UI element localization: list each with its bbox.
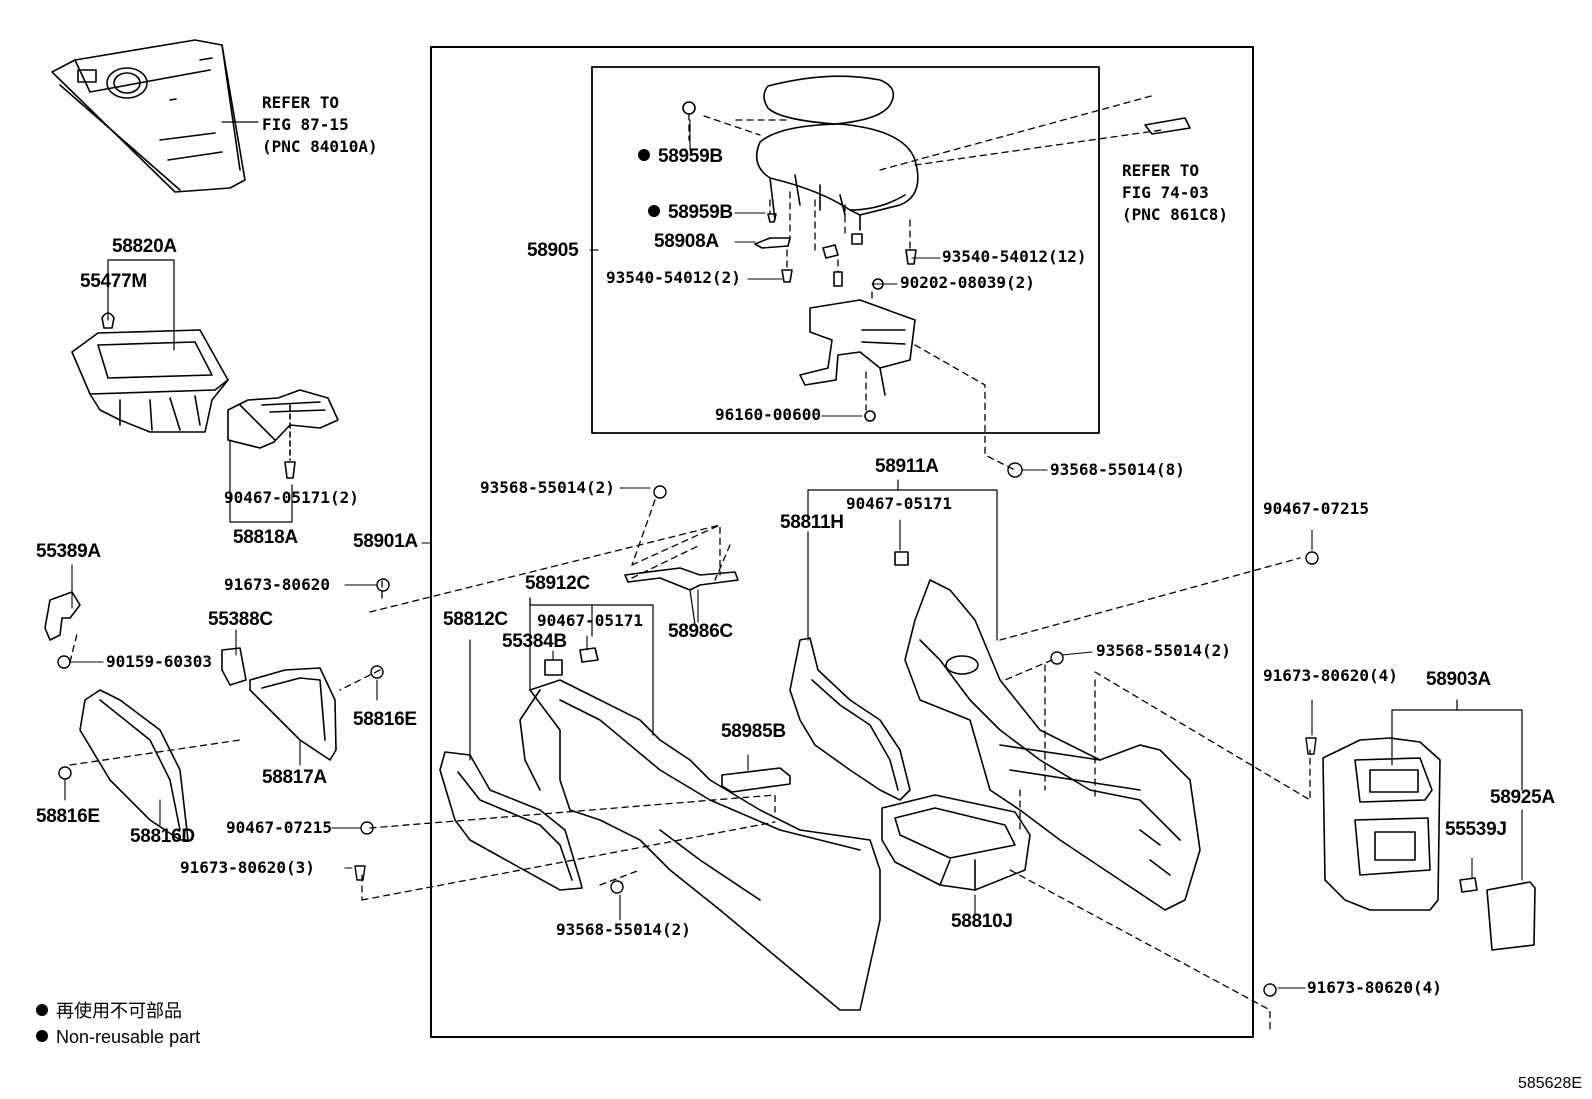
part-label-90467-07215[interactable]: 90467-07215 — [226, 818, 332, 837]
part-label-91673-80620[interactable]: 91673-80620 — [224, 575, 330, 594]
bracket-58818A-drawing — [227, 389, 339, 449]
bracket-58818A — [229, 439, 293, 523]
refer-fig-87-15[interactable]: REFER TO FIG 87-15 (PNC 84010A) — [262, 92, 378, 158]
part-label-55389A[interactable]: 55389A — [36, 541, 101, 562]
legend: 再使用不可部品 Non-reusable part — [36, 998, 200, 1050]
panel-58816D-drawing — [79, 689, 189, 841]
part-label-55539J[interactable]: 55539J — [1445, 819, 1507, 840]
legend-row-en: Non-reusable part — [36, 1024, 200, 1050]
part-label-91673-80620-4[interactable]: 91673-80620(4) — [1307, 978, 1442, 997]
part-label-90467-07215[interactable]: 90467-07215 — [1263, 499, 1369, 518]
refer-line: (PNC 861C8) — [1122, 205, 1228, 224]
part-label-90467-05171[interactable]: 90467-05171 — [537, 611, 643, 630]
part-label-58816E[interactable]: 58816E — [353, 709, 417, 730]
refer-line: REFER TO — [262, 93, 340, 112]
part-label-93568-55014-8[interactable]: 93568-55014(8) — [1050, 460, 1185, 479]
part-label-58986C[interactable]: 58986C — [668, 621, 733, 642]
part-label-58905[interactable]: 58905 — [527, 240, 579, 261]
legend-row-jp: 再使用不可部品 — [36, 998, 200, 1024]
part-label-93568-55014-2[interactable]: 93568-55014(2) — [1096, 641, 1231, 660]
part-label-58912C[interactable]: 58912C — [525, 573, 590, 594]
box-58810J-drawing — [881, 794, 1031, 891]
cupholder-drawing — [71, 312, 229, 433]
rear-panel-58903A-drawing — [1322, 737, 1441, 911]
part-label-58816D[interactable]: 58816D — [130, 826, 195, 847]
part-label-58925A[interactable]: 58925A — [1490, 787, 1555, 808]
panel-58817A-drawing — [249, 667, 337, 761]
part-label-58901A[interactable]: 58901A — [353, 531, 418, 552]
clip-90467-05171 — [894, 551, 909, 566]
part-label-58820A[interactable]: 58820A — [112, 236, 177, 257]
part-label-58959B[interactable]: 58959B — [648, 203, 733, 222]
part-label-58908A[interactable]: 58908A — [654, 231, 719, 252]
part-label-90467-05171-2[interactable]: 90467-05171(2) — [224, 488, 359, 507]
clip-55539J — [1459, 877, 1478, 893]
part-label-58959B[interactable]: 58959B — [638, 147, 723, 166]
clip-55384B — [544, 659, 563, 676]
part-label-55477M[interactable]: 55477M — [80, 271, 147, 292]
upper-panel-drawing — [51, 39, 246, 193]
part-label-93568-55014-2[interactable]: 93568-55014(2) — [556, 920, 691, 939]
part-label-93568-55014-2[interactable]: 93568-55014(2) — [480, 478, 615, 497]
part-label-93540-54012-12[interactable]: 93540-54012(12) — [942, 247, 1087, 266]
part-label-55388C[interactable]: 55388C — [208, 609, 273, 630]
side-panel-58912C-drawing — [519, 679, 881, 1011]
part-label-58818A[interactable]: 58818A — [233, 527, 298, 548]
part-label-90159-60303[interactable]: 90159-60303 — [106, 652, 212, 671]
side-panel-58812C-drawing — [439, 751, 583, 891]
block-58985B — [721, 767, 791, 793]
bracket-55389A-drawing — [44, 591, 81, 641]
refer-clip-861C8 — [1144, 117, 1191, 135]
refer-fig-74-03[interactable]: REFER TO FIG 74-03 (PNC 861C8) — [1122, 160, 1228, 226]
part-label-58816E[interactable]: 58816E — [36, 806, 100, 827]
non-reusable-dot-icon — [648, 204, 660, 217]
part-label-55384B[interactable]: 55384B — [502, 631, 567, 652]
part-label-91673-80620-4[interactable]: 91673-80620(4) — [1263, 666, 1398, 685]
part-label-58985B[interactable]: 58985B — [721, 721, 786, 742]
part-label-91673-80620-3[interactable]: 91673-80620(3) — [180, 858, 315, 877]
armrest-lid-drawing — [755, 75, 919, 231]
non-reusable-dot-icon — [638, 148, 650, 161]
panel-58811H-drawing — [789, 637, 911, 801]
lock-striker-58908A — [754, 237, 791, 249]
bracket-58820A — [107, 259, 175, 351]
fastener-set — [57, 462, 1319, 997]
part-label-58817A[interactable]: 58817A — [262, 767, 327, 788]
refer-line: (PNC 84010A) — [262, 137, 378, 156]
part-label-90202-08039[interactable]: 90202-08039(2) — [900, 273, 1035, 292]
refer-line: FIG 74-03 — [1122, 183, 1209, 202]
part-label-58812C[interactable]: 58812C — [443, 609, 508, 630]
part-label-58811H[interactable]: 58811H — [780, 512, 844, 533]
bracket-55388C — [221, 647, 247, 686]
armrest-hinge-drawing — [799, 299, 916, 396]
cover-58925A — [1486, 881, 1536, 951]
part-label-58810J[interactable]: 58810J — [951, 911, 1013, 932]
part-label-96160-00600[interactable]: 96160-00600 — [715, 405, 821, 424]
center-console-frame — [430, 46, 1254, 1038]
part-label-58903A[interactable]: 58903A — [1426, 669, 1491, 690]
panel-58911A-drawing — [904, 579, 1201, 911]
part-label-93540-54012-2[interactable]: 93540-54012(2) — [606, 268, 741, 287]
refer-line: FIG 87-15 — [262, 115, 349, 134]
diagram-code: 585628E — [1517, 1075, 1582, 1092]
part-label-58911A[interactable]: 58911A — [875, 456, 939, 477]
bracket-58986C — [624, 567, 739, 591]
non-reusable-dot-icon — [36, 1004, 48, 1017]
refer-line: REFER TO — [1122, 161, 1200, 180]
non-reusable-dot-icon — [36, 1030, 48, 1043]
part-label-90467-05171[interactable]: 90467-05171 — [846, 494, 952, 513]
